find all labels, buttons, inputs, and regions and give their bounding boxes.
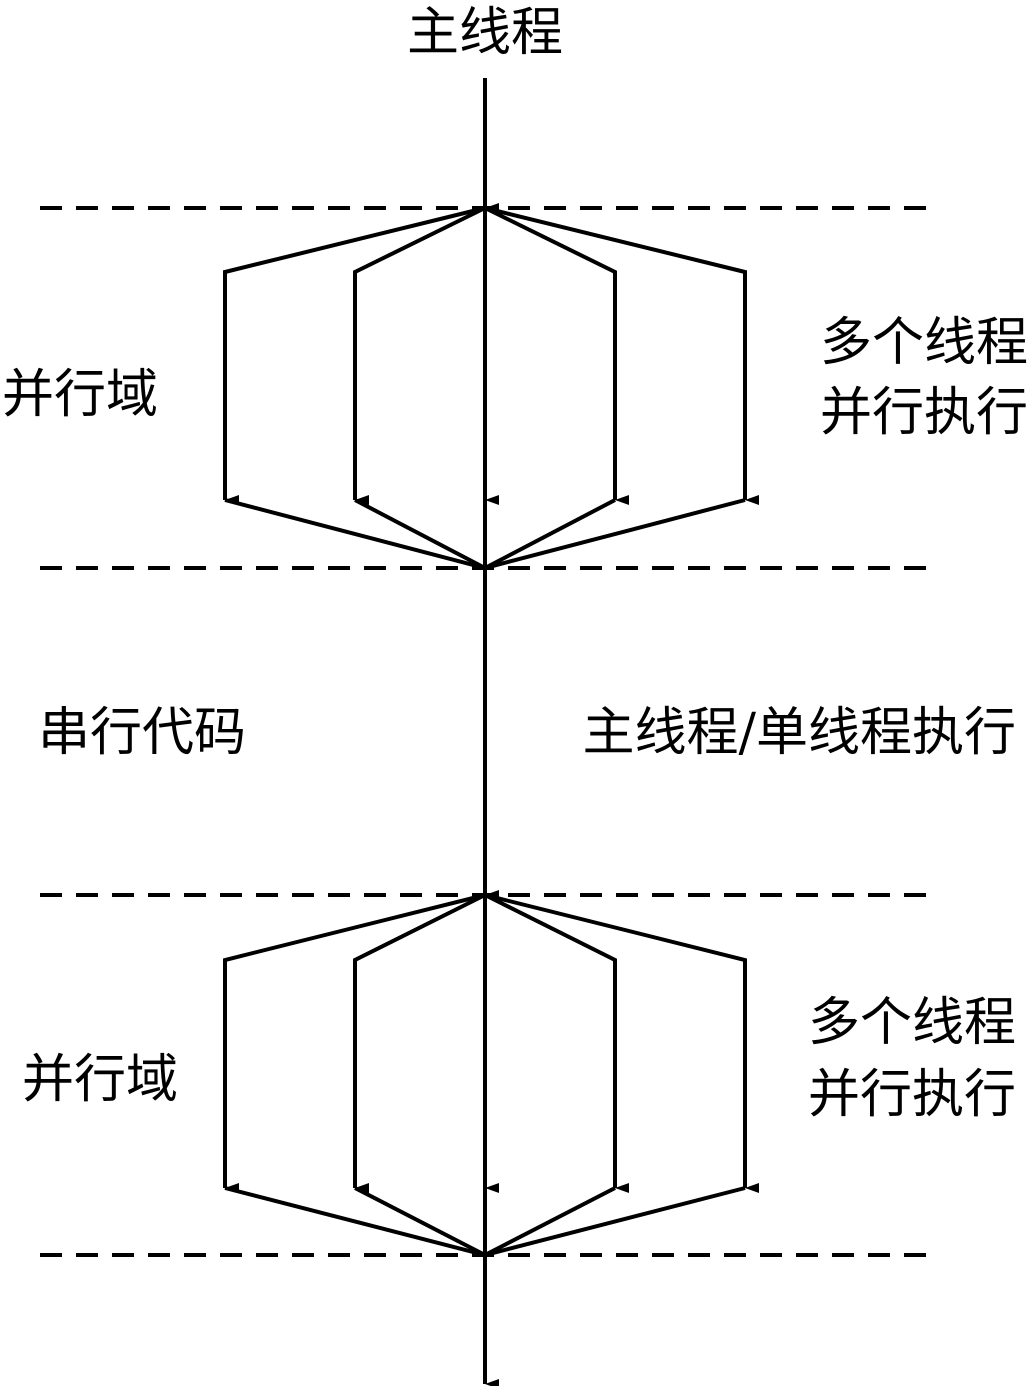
serial-code-label: 串行代码 (38, 703, 246, 763)
parallel-region-label-1: 并行域 (2, 365, 158, 425)
thread-4-fork-region-2 (484, 893, 629, 1193)
thread-flows (223, 78, 759, 1386)
thread-4-fork-region-1 (484, 206, 629, 505)
multi-thread-label-2-line1: 多个线程 (808, 993, 1016, 1053)
thread-2-fork-region-2 (353, 893, 486, 1193)
parallel-region-label-2: 并行域 (22, 1050, 178, 1110)
thread-5-fork-region-2 (484, 893, 759, 1193)
thread-1-fork-region-1 (223, 206, 486, 505)
multi-thread-label-1-line1: 多个线程 (820, 313, 1028, 373)
thread-2-fork-region-1 (353, 206, 486, 505)
multi-thread-label-1-line2: 并行执行 (820, 383, 1028, 443)
thread-5-fork-region-1 (484, 206, 759, 505)
main-thread-label: 主线程 (407, 3, 563, 63)
main-single-thread-label: 主线程/单线程执行 (582, 703, 1016, 763)
multi-thread-label-2-line2: 并行执行 (808, 1065, 1016, 1125)
thread-1-fork-region-2 (223, 893, 486, 1193)
